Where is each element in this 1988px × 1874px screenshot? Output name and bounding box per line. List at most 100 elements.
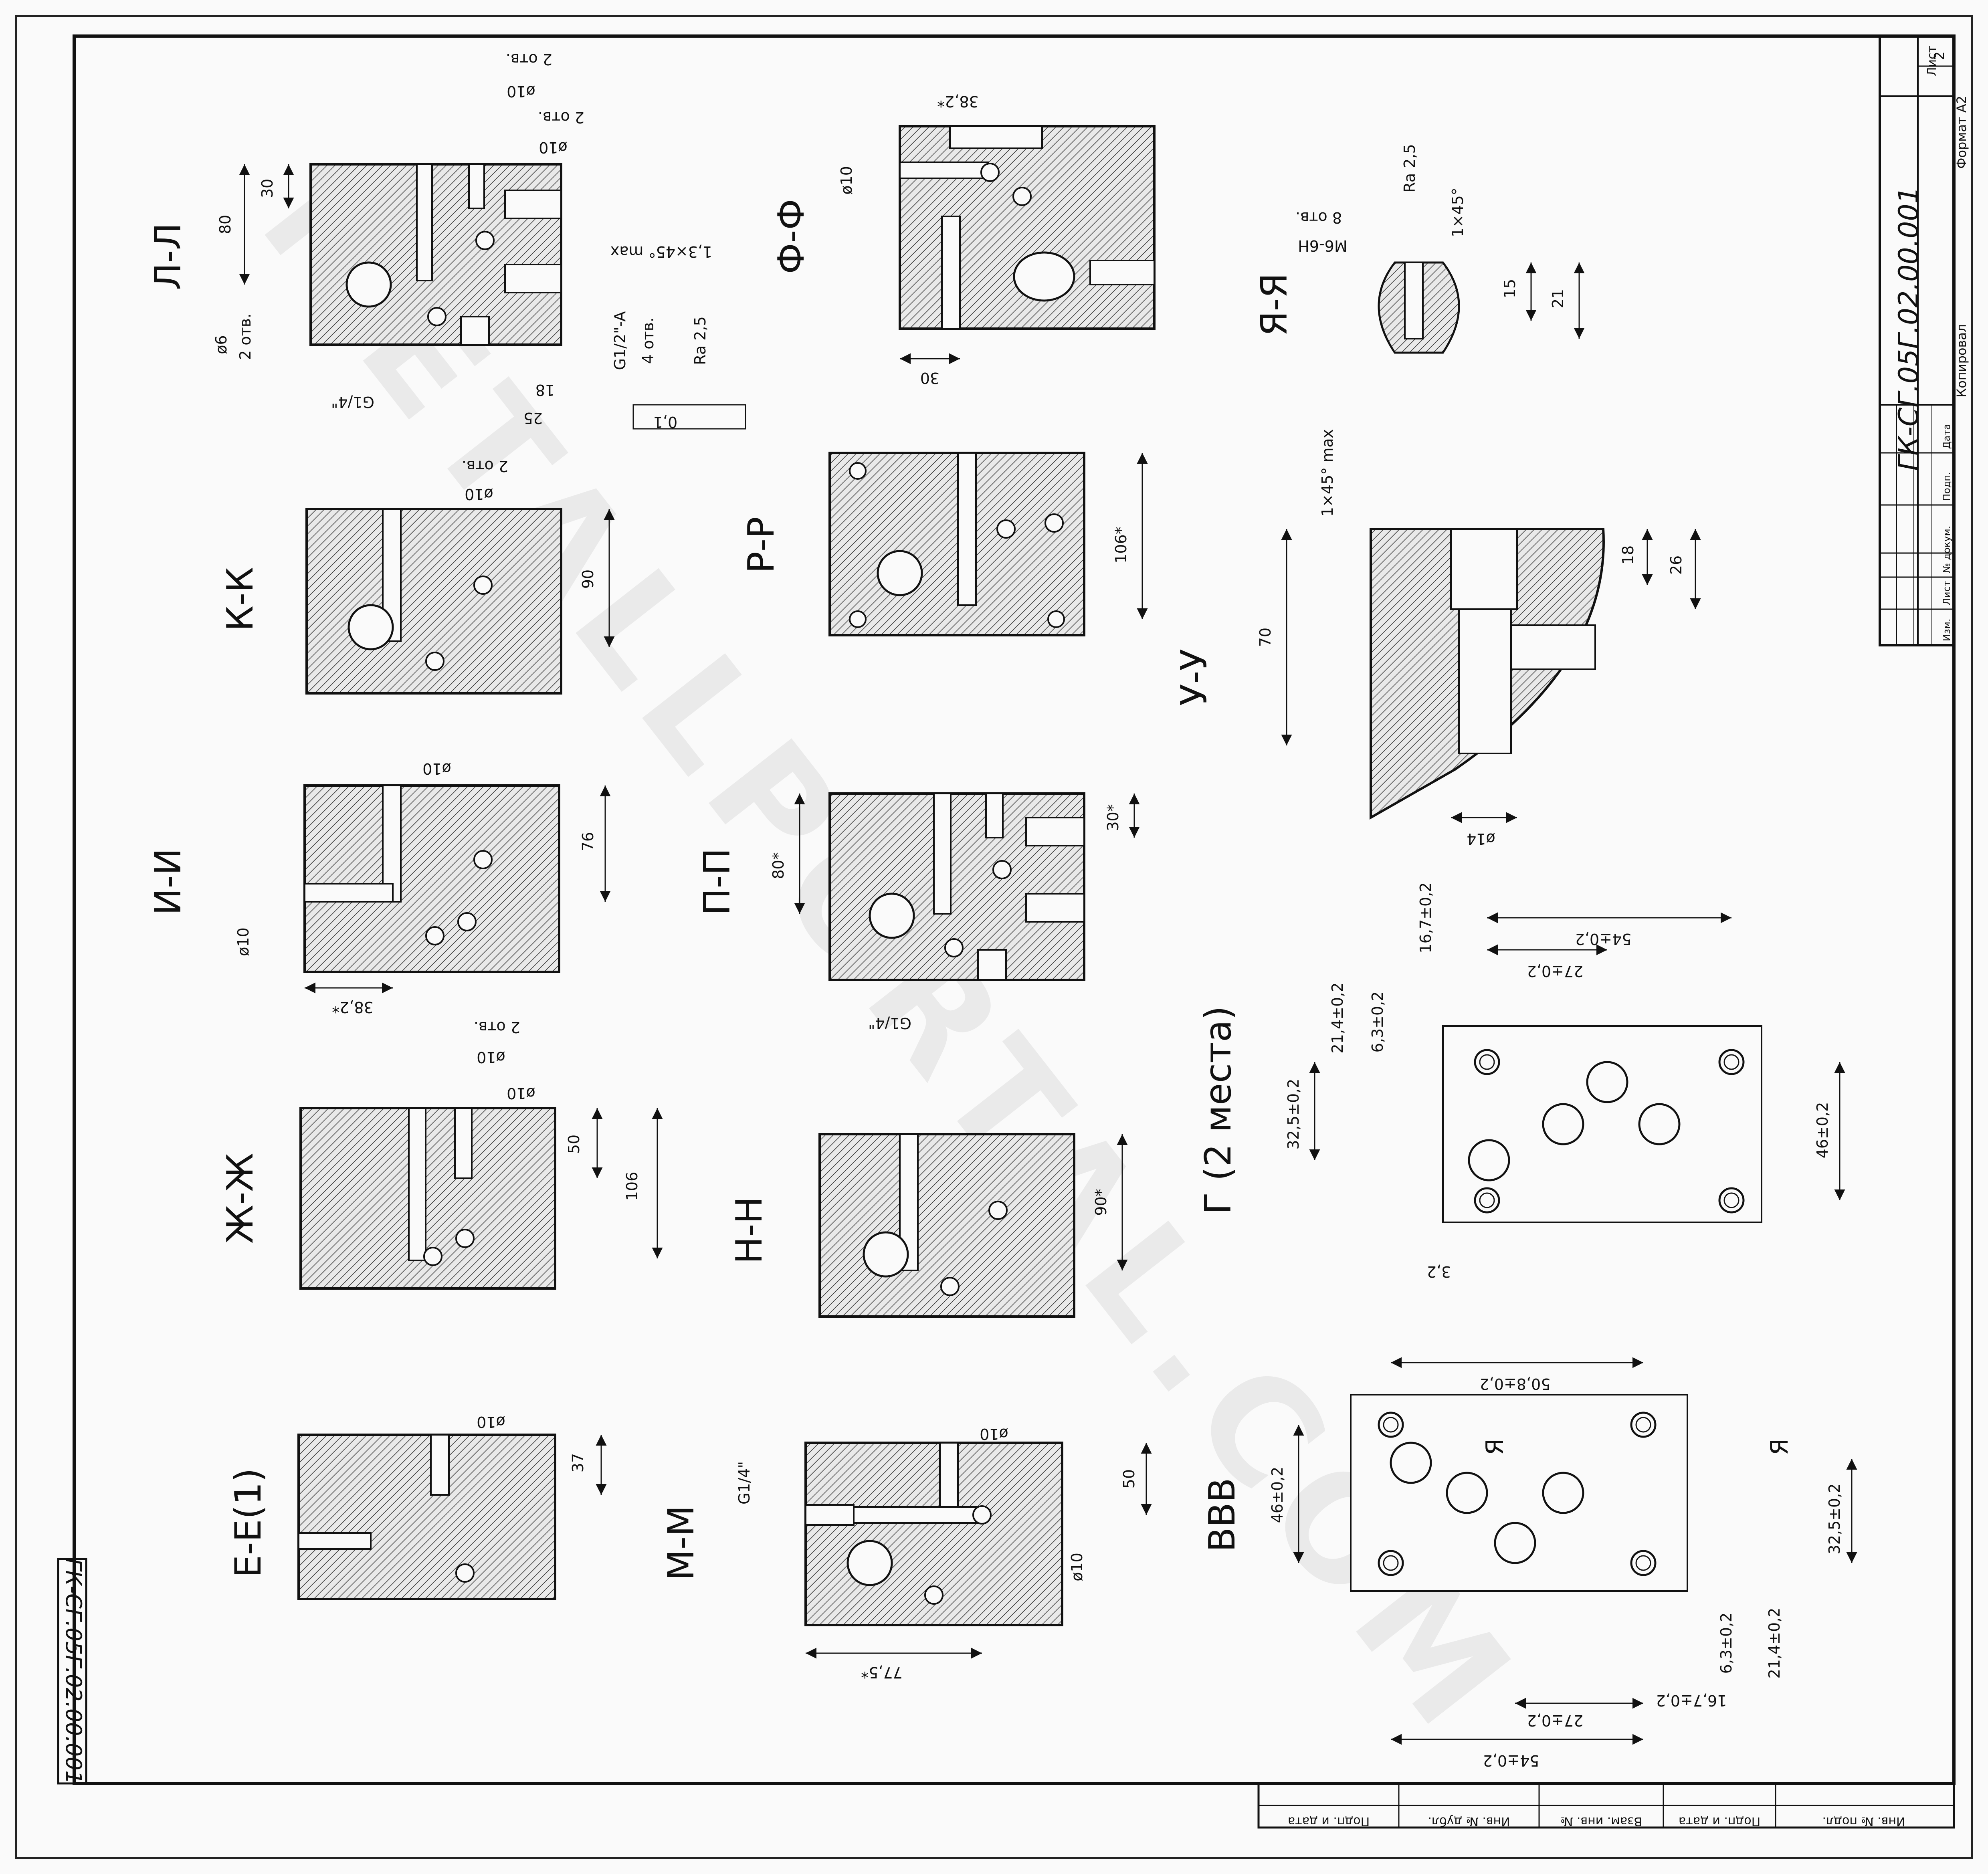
dim-II-76: 76 — [579, 832, 597, 851]
dim-LL-2holes-a: 2 отв. — [506, 50, 552, 68]
dim-FF-d10: ø10 — [838, 166, 855, 195]
dim-LL-ra: Ra 2,5 — [691, 316, 709, 365]
dim-LL-80: 80 — [216, 215, 234, 234]
dim-EE-d10: ø10 — [477, 1413, 505, 1431]
rev-header-sign: Подп. — [1941, 472, 1952, 501]
dim-LL-d10a: ø10 — [507, 83, 535, 100]
section-MM: М-М G1/4" ø10 50 ø10 77,5* — [660, 1425, 1152, 1681]
dim-II-38: 38,2* — [332, 998, 374, 1016]
dim-MM-g14: G1/4" — [735, 1461, 753, 1504]
dim-YaYa-21: 21 — [1549, 289, 1567, 308]
title-VVV: ВВВ — [1201, 1478, 1243, 1552]
section-II: И-И ø10 76 ø10 38,2* — [147, 760, 611, 1016]
view-VVV: ВВВ 50,8±0,2 46±0,2 32,5±0,2 21,4±0,2 6,… — [1201, 1357, 1857, 1769]
dim-YaYa-m6: М6-6Н — [1298, 237, 1347, 254]
dim-LL-2holes-b: 2 отв. — [538, 109, 584, 126]
cut-mark-Ya-2: Я — [1766, 1438, 1794, 1455]
dim-ZhZh-d10b: ø10 — [507, 1084, 535, 1102]
dim-G-46: 46±0,2 — [1814, 1102, 1831, 1159]
dim-VVV-32: 32,5±0,2 — [1826, 1484, 1843, 1555]
section-UU: У-У 1×45° max 70 18 26 ø14 — [1173, 429, 1701, 848]
outer-frame — [15, 15, 1973, 1859]
dim-UU-70: 70 — [1257, 628, 1274, 647]
mirror-designation-box: ГК-СГ.05Г.02.00.001 — [57, 1558, 87, 1785]
title-KK: К-К — [219, 567, 261, 631]
designation-mirror: ГК-СГ.05Г.02.00.001 — [61, 1558, 86, 1784]
dim-MM-d10b: ø10 — [1068, 1553, 1086, 1581]
dim-LL-2holes: 2 отв. — [236, 313, 254, 360]
section-NN: Н-Н 90* — [728, 1133, 1128, 1318]
dim-LL-30: 30 — [259, 179, 276, 198]
section-PP: П-П 80* 30* G1/4" — [696, 792, 1140, 1032]
dim-RR-106: 106* — [1112, 527, 1130, 563]
format-label: Формат А2 — [1954, 96, 1969, 169]
dim-G-6: 6,3±0,2 — [1369, 992, 1386, 1053]
dim-LL-d6: ø6 — [212, 335, 230, 354]
dim-KK-d10: ø10 — [465, 485, 493, 503]
dim-LL-chamfer: 1,3×45° max — [610, 243, 713, 261]
title-ZhZh: Ж-Ж — [219, 1153, 261, 1244]
rev-header-list: Лист — [1941, 581, 1952, 605]
dim-ZhZh-50: 50 — [565, 1135, 583, 1154]
dim-ZhZh-2holes: 2 отв. — [474, 1018, 520, 1036]
dim-YaYa-8holes: 8 отв. — [1295, 209, 1342, 226]
section-LL: Л-Л 30 80 ø6 2 отв. ø10 2 отв. ø10 2 отв… — [147, 50, 746, 431]
dim-PP-80: 80* — [770, 852, 787, 879]
strip-label-5: Подп. и дата — [1288, 1814, 1370, 1828]
dim-UU-18: 18 — [1619, 545, 1637, 565]
dim-UU-chamfer: 1×45° max — [1319, 429, 1336, 517]
dim-MM-50: 50 — [1120, 1469, 1138, 1488]
view-G: Г (2 места) 54±0,2 27±0,2 16,7±0,2 21,4±… — [1197, 882, 1845, 1280]
sheet-label: Лист — [1925, 46, 1939, 76]
dim-II-d10-side: ø10 — [234, 927, 252, 956]
dim-YaYa-chamfer: 1×45° — [1449, 188, 1467, 237]
title-RR: Р-Р — [740, 517, 782, 573]
dim-LL-4holes: 4 отв. — [639, 317, 657, 364]
dim-G-54: 54±0,2 — [1575, 930, 1632, 948]
rev-header-izm: Изм. — [1941, 619, 1952, 641]
strip-label-2: Подп. и дата — [1679, 1814, 1760, 1828]
dim-VVV-50: 50,8±0,2 — [1480, 1375, 1551, 1393]
dim-LL-thread: G1/2"-A — [611, 311, 629, 370]
dim-PP-g14: G1/4" — [868, 1014, 911, 1032]
dim-VVV-6: 6,3±0,2 — [1717, 1613, 1735, 1674]
strip-label-3: Взам. инв. № — [1560, 1814, 1642, 1828]
dim-FF-38: 38,2* — [937, 93, 979, 110]
strip-label-4: Инв. № дубл. — [1428, 1814, 1510, 1828]
title-MM: М-М — [660, 1505, 702, 1581]
rev-header-doc: № докум. — [1941, 526, 1952, 573]
dim-LL-g14: G1/4" — [331, 393, 374, 411]
section-ZhZh: Ж-Ж ø10 2 отв. ø10 50 106 — [219, 1018, 663, 1290]
dim-G-27: 27±0,2 — [1527, 962, 1584, 980]
dim-VVV-16: 16,7±0,2 — [1656, 1692, 1727, 1709]
dim-VVV-27: 27±0,2 — [1527, 1712, 1584, 1729]
dim-LL-18: 18 — [535, 381, 555, 399]
title-G: Г (2 места) — [1197, 1006, 1239, 1214]
dim-II-d10: ø10 — [422, 760, 451, 777]
title-PP: П-П — [696, 848, 738, 915]
title-YaYa: Я-Я — [1253, 273, 1295, 336]
section-RR: Р-Р 106* — [740, 452, 1148, 636]
title-LL: Л-Л — [147, 223, 189, 290]
inner-frame — [73, 34, 1956, 1785]
dim-VVV-46: 46±0,2 — [1269, 1467, 1286, 1523]
cut-mark-Ya-1: Я — [1481, 1438, 1509, 1455]
section-KK: К-К ø10 2 отв. 90 — [219, 457, 615, 695]
dim-MM-d10a: ø10 — [980, 1425, 1008, 1443]
dim-NN-90: 90* — [1092, 1189, 1110, 1216]
dim-FF-30: 30 — [920, 369, 939, 387]
dim-ZhZh-d10a: ø10 — [477, 1048, 505, 1066]
title-FF: Ф-Ф — [770, 199, 812, 274]
tol-LL: 0,1 — [653, 413, 677, 431]
dim-ZhZh-106: 106 — [623, 1172, 641, 1201]
dim-KK-2holes: 2 отв. — [462, 457, 508, 475]
section-FF: Ф-Ф 38,2* ø10 30 — [770, 93, 1156, 387]
dim-YaYa-ra: Ra 2,5 — [1401, 144, 1418, 192]
bottom-strip: Подп. и дата Инв. № дубл. Взам. инв. № П… — [1257, 1782, 1955, 1829]
copied-label: Копировал — [1954, 324, 1969, 398]
dim-UU-26: 26 — [1667, 555, 1685, 575]
dim-UU-d14: ø14 — [1467, 830, 1495, 848]
dim-G-21: 21,4±0,2 — [1329, 983, 1346, 1054]
title-EE: Е-Е(1) — [227, 1468, 269, 1578]
